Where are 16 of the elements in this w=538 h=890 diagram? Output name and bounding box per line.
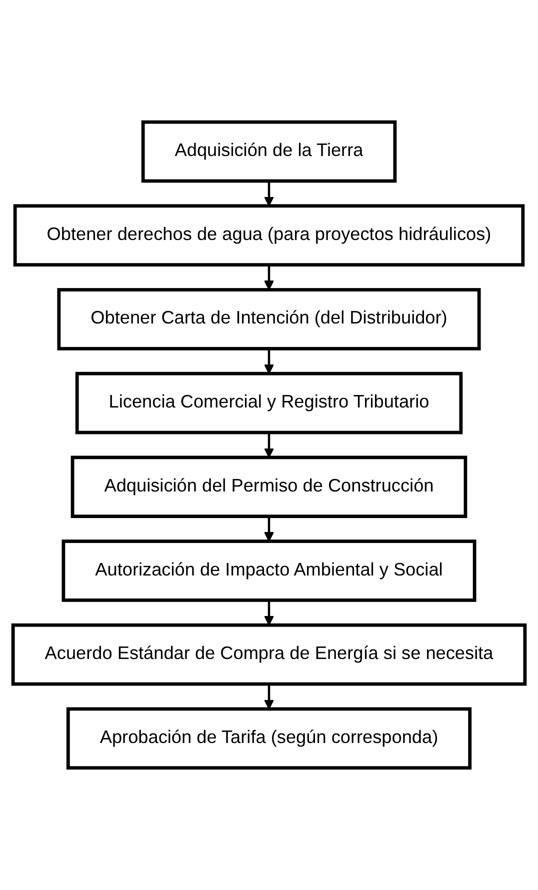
node-box (141, 120, 397, 183)
arrow (264, 348, 274, 374)
arrow (264, 516, 274, 542)
arrow (264, 684, 274, 710)
node-box (75, 372, 463, 434)
arrow (264, 264, 274, 290)
node-box (57, 288, 481, 350)
node-box (66, 707, 472, 770)
arrow (264, 181, 274, 206)
arrow (264, 600, 274, 626)
node-box (13, 204, 525, 267)
arrow (264, 432, 274, 458)
node-box (62, 540, 476, 602)
flowchart: Adquisición de la Tierra Obtener derechos de agua (para proyectos hidráulicos) Obtener Carta de Intención (del Distribuidor) Licencia Comercial y Registro Tributario Adquisición del Permiso de Construcción Autorización de Impacto Ambiental y Social Acuerdo Estándar de Compra de Energía si se necesita Aprobación de Tarifa (según corresponda) (4, 113, 534, 777)
node-box (11, 623, 527, 686)
node-box (70, 456, 468, 518)
